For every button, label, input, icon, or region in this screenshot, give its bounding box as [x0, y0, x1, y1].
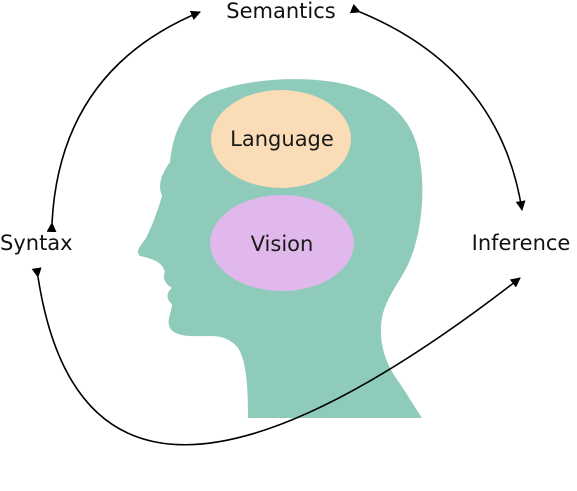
- semantics-label: Semantics: [226, 0, 335, 23]
- inference-label: Inference: [472, 231, 571, 255]
- arrow-semantics-syntax: [46, 10, 201, 233]
- arrow-syntax-inference: [31, 267, 521, 446]
- language-label: Language: [230, 127, 334, 151]
- language-region: [211, 90, 351, 188]
- arrow-semantics-inference: [349, 3, 526, 211]
- vision-region: [210, 195, 354, 291]
- syntax-label: Syntax: [0, 231, 73, 255]
- vision-label: Vision: [251, 232, 314, 256]
